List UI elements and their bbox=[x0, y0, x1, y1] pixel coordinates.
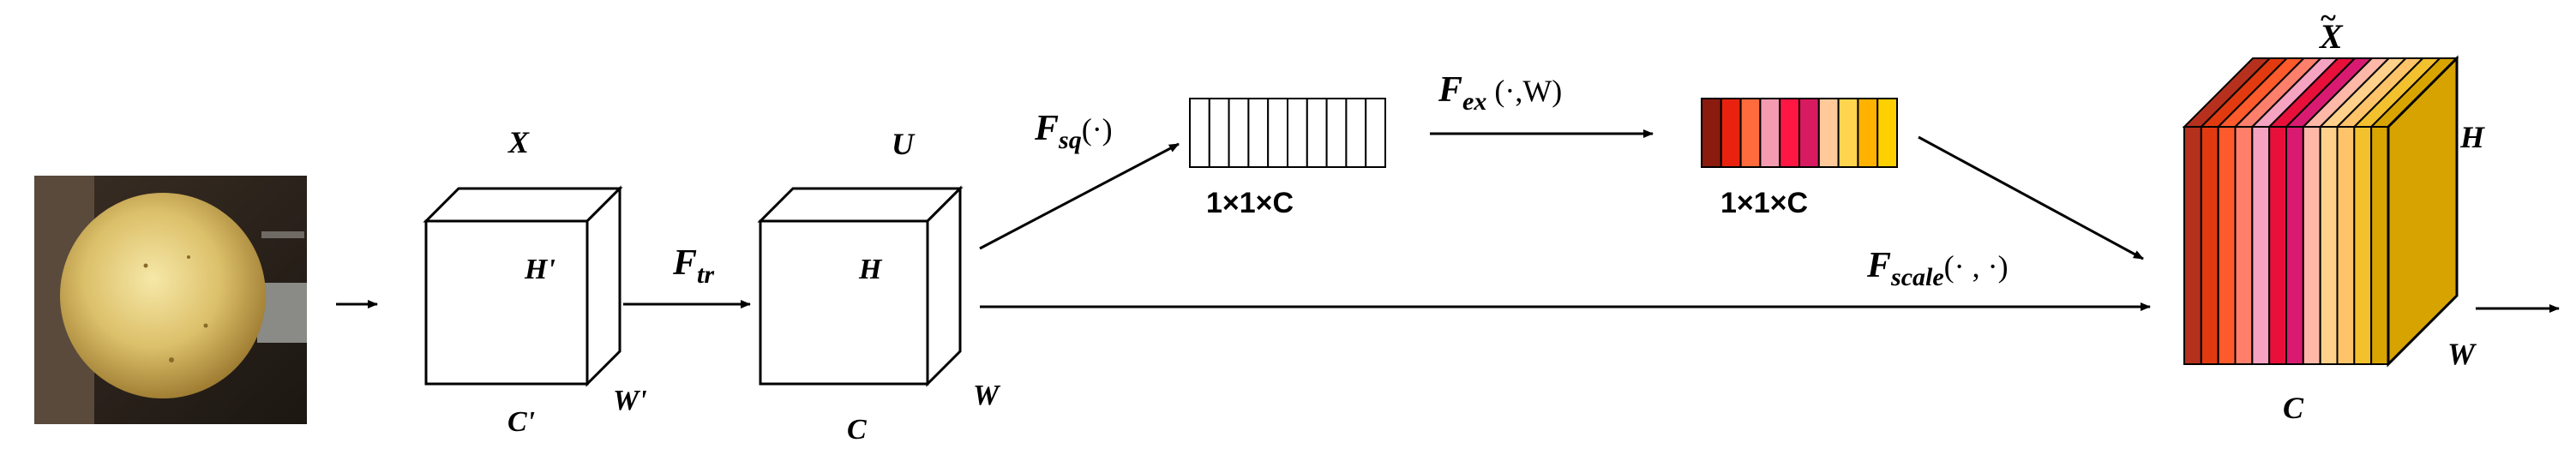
scale-main: F bbox=[1866, 246, 1891, 285]
cube-x: X H' C' W' bbox=[423, 125, 647, 438]
excite-cell bbox=[1739, 98, 1762, 168]
squeeze-cell bbox=[1325, 98, 1348, 168]
excite-cell bbox=[1817, 98, 1840, 168]
squeeze-main: F bbox=[1034, 109, 1059, 148]
output-slice bbox=[2217, 126, 2237, 365]
excitation-args: (·,W) bbox=[1486, 74, 1562, 108]
excitation-main: F bbox=[1438, 70, 1462, 110]
output-side-label: H bbox=[2459, 120, 2485, 154]
squeeze-dims-label: 1×1×C bbox=[1206, 187, 1294, 219]
cube-u-side-label: W bbox=[973, 380, 1001, 411]
excite-cell bbox=[1720, 98, 1742, 168]
output-slice bbox=[2302, 126, 2321, 365]
cube-u-depth-label: H bbox=[858, 254, 883, 285]
cube-u: U H C W bbox=[757, 127, 1001, 446]
output-cube bbox=[2182, 55, 2459, 368]
output-top-label: X bbox=[2318, 17, 2344, 56]
output-cube-side bbox=[2387, 55, 2459, 368]
cube-x-side-label: W' bbox=[613, 385, 647, 416]
excitation-sub: ex bbox=[1462, 87, 1486, 116]
output-slice bbox=[2370, 126, 2390, 365]
arrow-to-output bbox=[1918, 135, 2144, 260]
excite-vector bbox=[1701, 98, 1898, 168]
output-top-mark: ~ bbox=[2320, 3, 2336, 34]
squeeze-vector bbox=[1189, 98, 1386, 168]
squeeze-args: (·) bbox=[1082, 112, 1113, 147]
squeeze-cell bbox=[1267, 98, 1288, 168]
cube-x-depth-label: H' bbox=[524, 254, 555, 285]
squeeze-cell bbox=[1247, 98, 1270, 168]
excite-cell bbox=[1798, 98, 1820, 168]
cube-x-top-label: X bbox=[507, 125, 530, 159]
output-depth-label: W bbox=[2447, 337, 2477, 371]
output-cube-front bbox=[2183, 126, 2390, 365]
excite-cell bbox=[1876, 98, 1898, 168]
squeeze-cell bbox=[1306, 98, 1328, 168]
transform-sub: tr bbox=[697, 260, 714, 289]
excite-cell bbox=[1759, 98, 1781, 168]
output-bottom-label: C bbox=[2283, 391, 2304, 425]
cube-u-bottom-label: C bbox=[847, 414, 867, 446]
squeeze-sub: sq bbox=[1058, 126, 1082, 154]
output-slice bbox=[2353, 126, 2373, 365]
scale-label: Fscale(· , ·) bbox=[1866, 246, 2009, 291]
excite-cell bbox=[1857, 98, 1879, 168]
output-slice bbox=[2285, 126, 2304, 365]
excite-cell bbox=[1779, 98, 1800, 168]
excite-cell bbox=[1837, 98, 1859, 168]
cube-x-bottom-label: C' bbox=[507, 406, 535, 438]
squeeze-label: Fsq(·) bbox=[1034, 109, 1113, 154]
output-slice bbox=[2183, 126, 2202, 365]
input-image bbox=[34, 176, 307, 424]
squeeze-cell bbox=[1345, 98, 1367, 168]
excite-cell bbox=[1701, 98, 1722, 168]
excitation-label: Fex (·,W) bbox=[1438, 70, 1562, 116]
scale-sub: scale bbox=[1890, 263, 1944, 291]
scale-args: (· , ·) bbox=[1944, 249, 2009, 284]
squeeze-cell bbox=[1189, 98, 1210, 168]
apple-icon bbox=[60, 193, 266, 398]
squeeze-cell bbox=[1287, 98, 1308, 168]
arrow-squeeze bbox=[979, 142, 1180, 250]
squeeze-cell bbox=[1228, 98, 1250, 168]
squeeze-cell bbox=[1208, 98, 1230, 168]
output-slice bbox=[2336, 126, 2356, 365]
output-slice bbox=[2319, 126, 2339, 365]
output-slice bbox=[2200, 126, 2219, 365]
output-slice bbox=[2251, 126, 2271, 365]
transform-label: Ftr bbox=[672, 243, 714, 289]
squeeze-cell bbox=[1365, 98, 1386, 168]
transform-main: F bbox=[672, 243, 697, 283]
excite-dims-label: 1×1×C bbox=[1720, 187, 1808, 219]
output-slice bbox=[2268, 126, 2288, 365]
cube-u-top-label: U bbox=[892, 127, 916, 161]
output-slice bbox=[2234, 126, 2254, 365]
